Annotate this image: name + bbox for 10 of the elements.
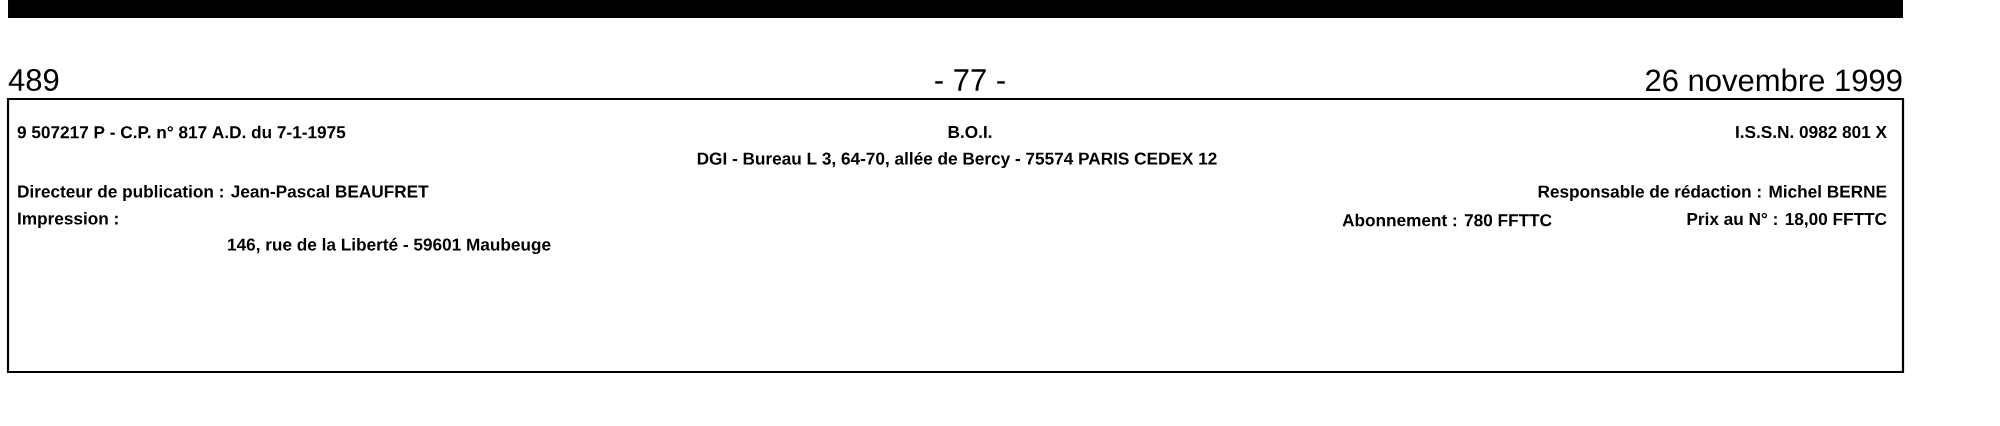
office-address: DGI - Bureau L 3, 64-70, allée de Bercy - 75574 PARIS CEDEX 12 bbox=[697, 151, 1217, 169]
printer-label: Impression : bbox=[18, 212, 118, 228]
subscription-price: Abonnement : 780 FFTTC bbox=[1342, 213, 1552, 227]
issn-number: I.S.S.N. 0982 801 X bbox=[1736, 125, 1887, 139]
issue-price: Prix au N° : 18,00 FFTTC bbox=[1687, 212, 1887, 228]
printer-address: 146, rue de la Liberté - 59601 Maubeuge bbox=[228, 237, 551, 255]
publication-reference: 9 507217 P - C.P. n° 817 A.D. du 7-1-1975 bbox=[17, 125, 346, 139]
publication-director: Directeur de publication : Jean-Pascal BEAUFRET bbox=[18, 185, 429, 201]
editor-in-charge: Responsable de rédaction : Michel BERNE bbox=[1538, 184, 1887, 202]
bulletin-abbreviation: B.O.I. bbox=[948, 125, 992, 139]
